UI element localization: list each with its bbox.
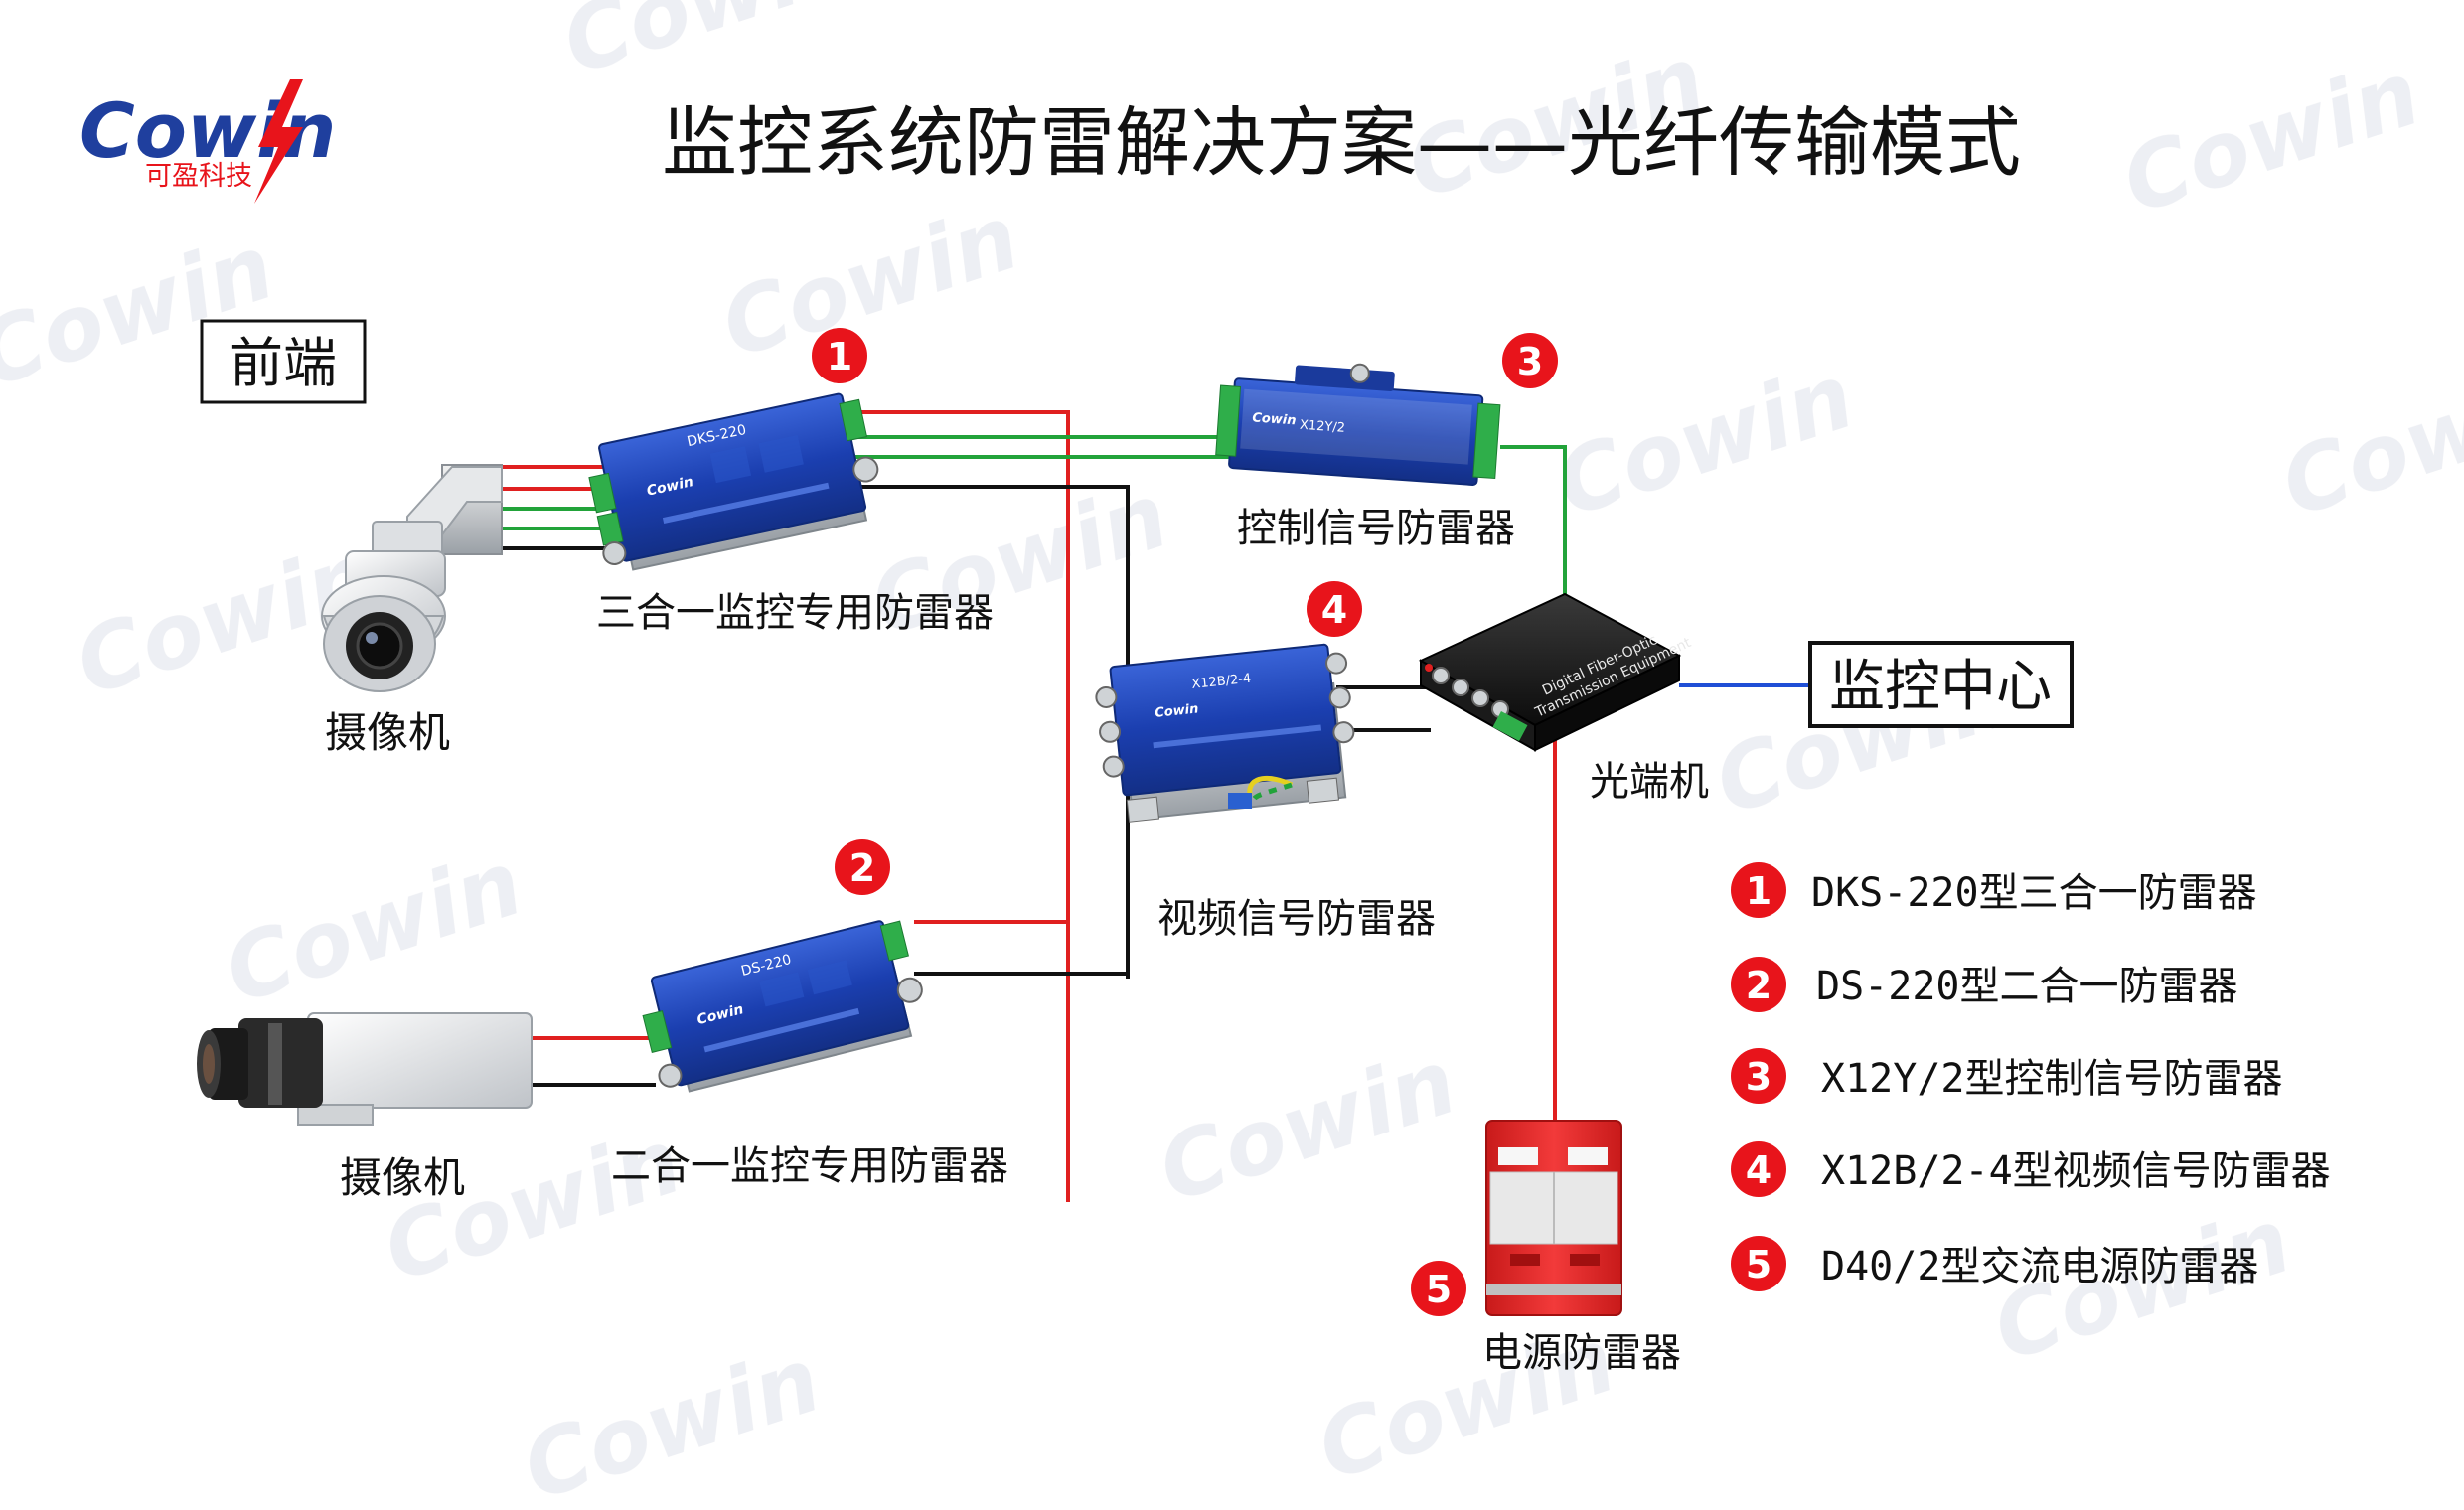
dks-220-spd: DKS-220 Cowin — [581, 389, 888, 575]
monitoring-center-label: 监控中心 — [1829, 655, 2052, 719]
label-dks: 三合一监控专用防雷器 — [596, 590, 994, 636]
badge-1: 1 — [812, 328, 867, 383]
legend-item: 4 X12B/2-4型视频信号防雷器 — [1731, 1141, 2331, 1197]
watermark: Cowin — [511, 1328, 832, 1510]
legend-item: 3 X12Y/2型控制信号防雷器 — [1731, 1048, 2283, 1104]
logo-subtitle: 可盈科技 — [145, 161, 252, 192]
label-fiber: 光端机 — [1590, 759, 1709, 805]
legend-item: 1 DKS-220型三合一防雷器 — [1731, 862, 2257, 918]
label-camera-dome: 摄像机 — [325, 708, 450, 757]
watermark: Cowin — [550, 0, 871, 95]
label-ds: 二合一监控专用防雷器 — [611, 1143, 1008, 1189]
cowin-logo: Cowin 可盈科技 — [79, 79, 336, 204]
legend-text: DS-220型二合一防雷器 — [1816, 964, 2238, 1009]
badge-4: 4 — [1307, 581, 1362, 637]
watermark: Cowin — [372, 1110, 693, 1302]
frontend-box: 前端 — [202, 321, 365, 402]
legend-text: DKS-220型三合一防雷器 — [1811, 870, 2257, 916]
watermark: Cowin — [213, 831, 534, 1024]
legend-item: 2 DS-220型二合一防雷器 — [1731, 957, 2238, 1012]
ds-220-spd: DS-220 Cowin — [635, 915, 933, 1098]
watermark: Cowin — [2110, 42, 2431, 234]
svg-text:5: 5 — [1746, 1243, 1771, 1286]
fiber-transceiver: Digital Fiber-Optic Transmission Equipme… — [1421, 594, 1694, 750]
x12y-control-spd: Cowin X12Y/2 — [1215, 355, 1502, 486]
label-control: 控制信号防雷器 — [1237, 506, 1515, 551]
legend-item: 5 D40/2型交流电源防雷器 — [1731, 1236, 2258, 1291]
watermark: Cowin — [1147, 1030, 1467, 1223]
badge-2: 2 — [835, 839, 890, 895]
legend-text: X12Y/2型控制信号防雷器 — [1821, 1056, 2283, 1102]
power-spd — [1486, 1121, 1621, 1315]
svg-text:1: 1 — [1746, 869, 1771, 913]
svg-text:4: 4 — [1321, 588, 1347, 632]
watermark: Cowin — [1544, 345, 1865, 537]
control-brand-mark: Cowin — [1252, 410, 1297, 428]
svg-text:2: 2 — [849, 846, 875, 890]
label-power: 电源防雷器 — [1482, 1330, 1681, 1376]
svg-text:1: 1 — [827, 335, 852, 378]
watermark: Cowin — [709, 186, 1030, 378]
svg-text:4: 4 — [1746, 1148, 1771, 1192]
box-camera — [197, 1013, 532, 1125]
badge-3: 3 — [1502, 333, 1558, 388]
badge-5: 5 — [1411, 1261, 1466, 1316]
watermark: Cowin — [2269, 345, 2464, 537]
legend-text: X12B/2-4型视频信号防雷器 — [1821, 1148, 2331, 1194]
svg-text:2: 2 — [1746, 964, 1771, 1007]
frontend-label: 前端 — [230, 332, 337, 394]
label-video: 视频信号防雷器 — [1157, 896, 1436, 942]
label-camera-box: 摄像机 — [340, 1153, 465, 1202]
page-title: 监控系统防雷解决方案——光纤传输模式 — [662, 98, 2021, 187]
svg-text:5: 5 — [1426, 1268, 1452, 1311]
dome-camera — [322, 465, 502, 691]
svg-text:3: 3 — [1517, 340, 1543, 383]
svg-text:3: 3 — [1746, 1055, 1771, 1099]
legend-text: D40/2型交流电源防雷器 — [1821, 1244, 2258, 1289]
monitoring-center-box: 监控中心 — [1810, 643, 2072, 726]
control-model-mark: X12Y/2 — [1299, 418, 1345, 436]
x12b-video-spd: Cowin X12B/2-4 — [1093, 643, 1360, 825]
